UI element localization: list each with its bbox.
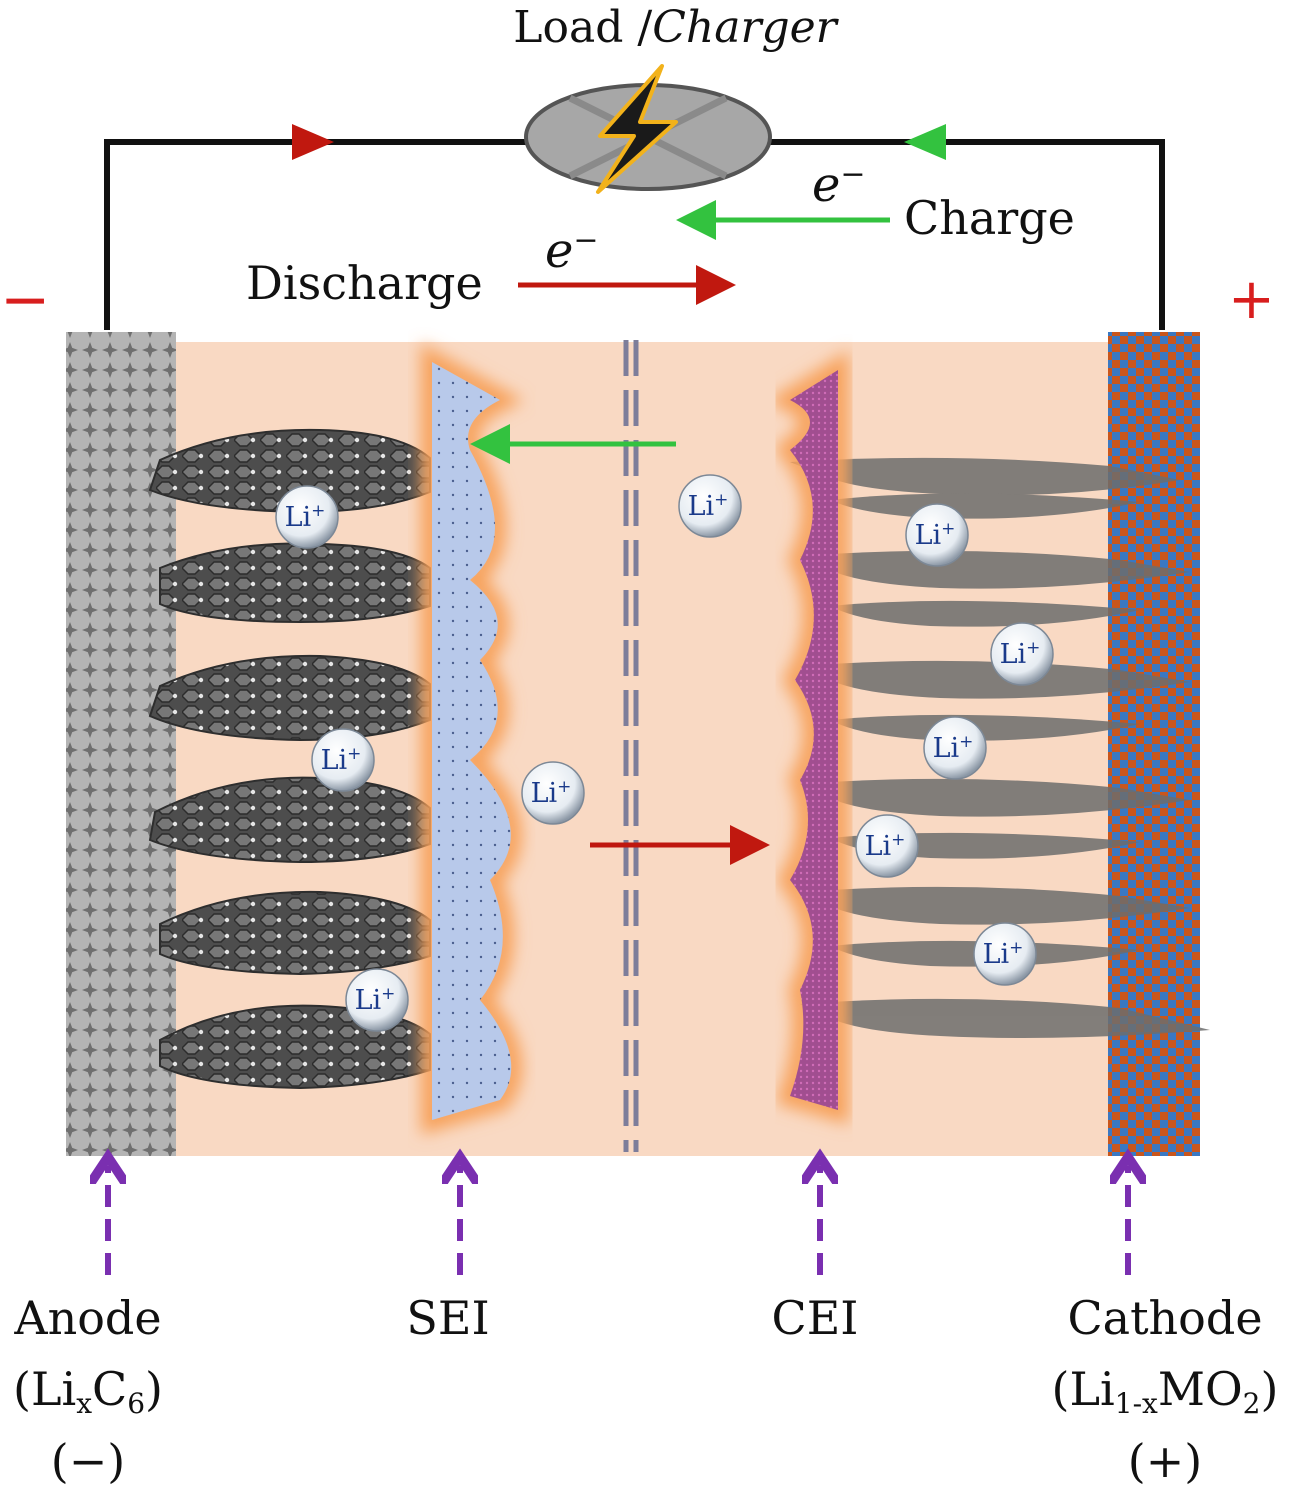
lithium-ion-label: Li+	[531, 777, 572, 809]
lithium-ion: Li+	[923, 716, 987, 780]
anode-label: Anode	[14, 1291, 162, 1345]
load-label: Load /	[513, 2, 653, 53]
charger-label: Charger	[652, 2, 837, 53]
lithium-ion-sphere	[521, 761, 585, 825]
lithium-ion: Li+	[990, 622, 1054, 686]
lithium-ion-label: Li+	[983, 938, 1024, 970]
lithium-ion: Li+	[345, 968, 409, 1032]
cei-layer	[767, 350, 849, 1125]
lithium-ion-sphere	[678, 474, 742, 538]
cathode-label: Cathode	[1067, 1291, 1263, 1345]
lithium-ion: Li+	[855, 814, 919, 878]
lithium-ions: Li+ Li+ Li+ Li+ Li+ Li+ Li+ Li+ Li+ Li+	[275, 474, 1054, 1032]
lithium-ion: Li+	[275, 485, 339, 549]
charge-direction-marker	[904, 124, 946, 160]
lithium-ion-sphere	[345, 968, 409, 1032]
lithium-ion: Li+	[311, 728, 375, 792]
lithium-ion-sphere	[923, 716, 987, 780]
discharge-direction-marker	[292, 124, 334, 160]
lithium-ion-label: Li+	[933, 732, 974, 764]
load-charger-icon	[524, 64, 772, 194]
sei-label: SEI	[406, 1291, 490, 1345]
separator	[623, 340, 639, 1152]
lithium-ion-sphere	[855, 814, 919, 878]
lithium-ion: Li+	[973, 922, 1037, 986]
lithium-ion-sphere	[275, 485, 339, 549]
lithium-ion-sphere	[990, 622, 1054, 686]
lithium-ion-sphere	[905, 503, 969, 567]
lithium-ion-label: Li+	[865, 830, 906, 862]
lithium-ion-sphere	[311, 728, 375, 792]
lithium-ion-label: Li+	[355, 984, 396, 1016]
lithium-ion-label: Li+	[1000, 638, 1041, 670]
anode-sign: (−)	[50, 1434, 126, 1488]
load-charger-title: Load /Charger	[513, 6, 836, 50]
lithium-ion: Li+	[678, 474, 742, 538]
lightning-icon	[596, 64, 678, 194]
cathode-formula: (Li1-xMO2)	[1051, 1362, 1279, 1420]
cei-label: CEI	[771, 1291, 859, 1345]
lithium-ion-label: Li+	[688, 490, 729, 522]
negative-terminal-sign: −	[0, 265, 51, 335]
charge-label: Charge	[904, 191, 1075, 245]
external-circuit	[104, 124, 1165, 330]
lithium-ion-label: Li+	[915, 519, 956, 551]
lithium-ion: Li+	[905, 503, 969, 567]
positive-terminal-sign: +	[1228, 267, 1275, 332]
lithium-ion-label: Li+	[321, 744, 362, 776]
sei-layer	[421, 343, 524, 1135]
anode-formula: (LixC6)	[13, 1362, 163, 1420]
lithium-ion: Li+	[521, 761, 585, 825]
cathode-layers	[790, 457, 1210, 1038]
electron-label-charge: e−	[812, 157, 866, 213]
lithium-ion-label: Li+	[285, 501, 326, 533]
cathode-sign: (+)	[1127, 1434, 1203, 1488]
indicator-arrows	[108, 1166, 1128, 1275]
anode-current-collector	[66, 332, 176, 1156]
lithium-ion-sphere	[973, 922, 1037, 986]
electron-label-discharge: e−	[545, 223, 599, 279]
discharge-label: Discharge	[246, 256, 483, 310]
